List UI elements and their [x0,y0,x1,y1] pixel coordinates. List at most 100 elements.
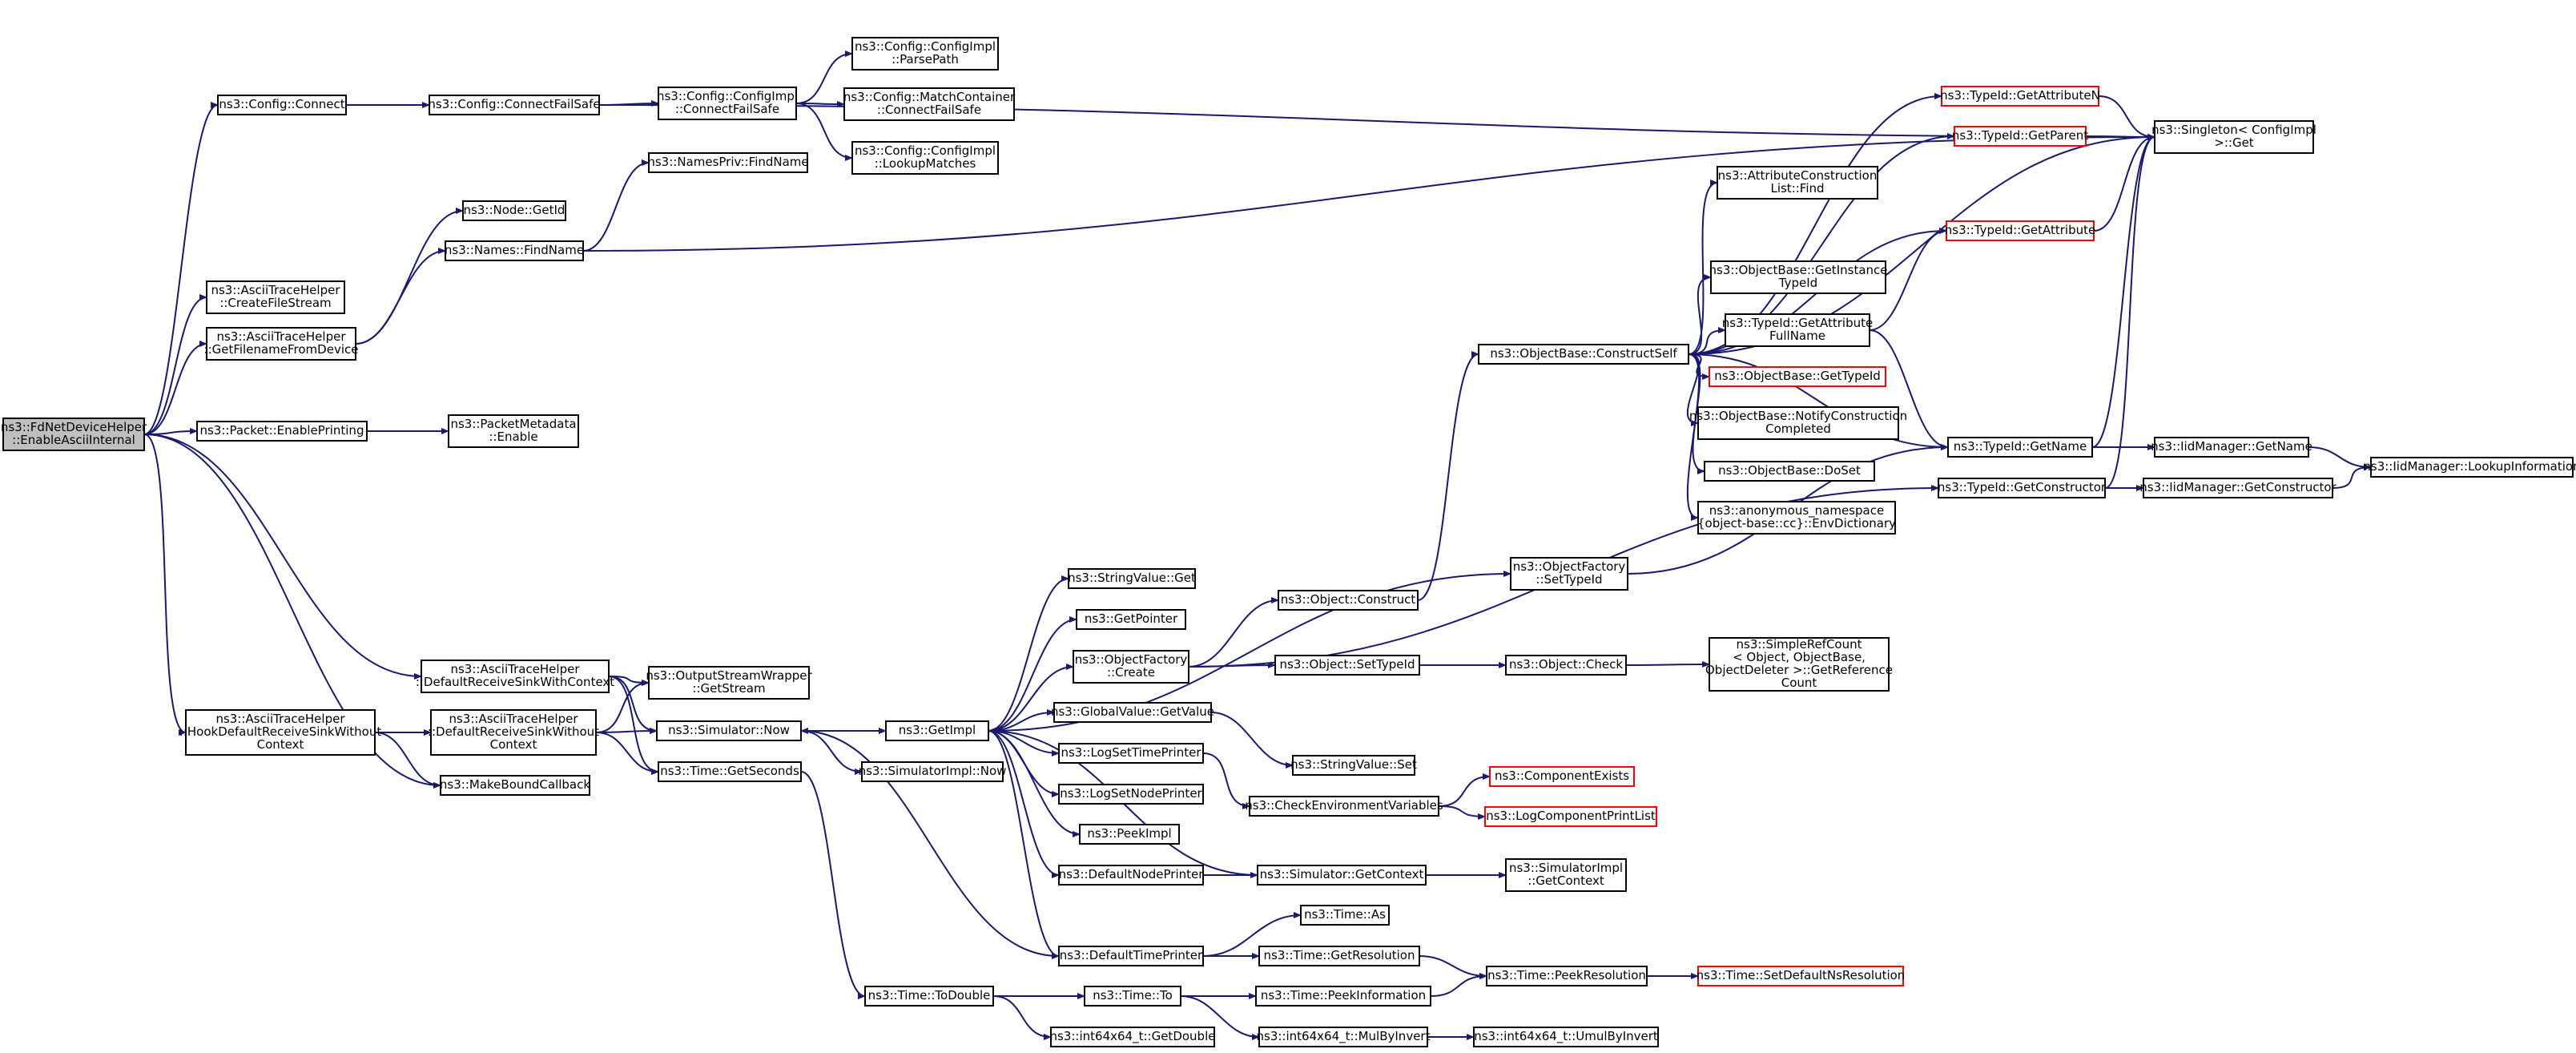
node-string-value-get[interactable]: ns3::StringValue::Get [1068,568,1196,589]
node-umul-by-invert[interactable]: ns3::int64x64_t::UmulByInvert [1473,1027,1659,1047]
node-label-line: ns3::Time::GetResolution [1264,948,1415,962]
node-create-file-stream[interactable]: ns3::AsciiTraceHelper::CreateFileStream [206,280,345,314]
node-sim-now[interactable]: ns3::Simulator::Now [656,720,802,741]
node-label-line: ns3::LogSetNodePrinter [1060,786,1202,801]
node-obj-check[interactable]: ns3::Object::Check [1505,655,1627,676]
node-label-line: ns3::MakeBoundCallback [440,777,590,792]
node-iid-get-name[interactable]: ns3::IidManager::GetName [2151,437,2312,458]
node-log-set-time[interactable]: ns3::LogSetTimePrinter [1058,743,1204,764]
node-label-line: ns3::TypeId::GetAttribute [1722,316,1873,330]
node-ob-notify[interactable]: ns3::ObjectBase::NotifyConstructionCompl… [1689,406,1907,440]
node-sim-impl-get-ctx[interactable]: ns3::SimulatorImpl::GetContext [1505,858,1627,892]
node-time-to[interactable]: ns3::Time::To [1084,986,1181,1007]
node-of-create[interactable]: ns3::ObjectFactory::Create [1073,650,1189,684]
edge-get-impl-to-string-value-get [988,575,1069,732]
edge-hook-sink-to-make-bound [374,732,441,789]
node-of-set-type-id[interactable]: ns3::ObjectFactory::SetTypeId [1510,557,1628,591]
node-component-exists[interactable]: ns3::ComponentExists [1489,766,1635,787]
node-env-dict[interactable]: ns3::anonymous_namespace{object-base::cc… [1697,501,1896,535]
node-get-stream[interactable]: ns3::OutputStreamWrapper::GetStream [646,666,812,700]
node-to-double[interactable]: ns3::Time::ToDouble [864,986,994,1007]
node-obj-construct[interactable]: ns3::Object::Construct [1278,590,1419,611]
node-iid-get-ctor[interactable]: ns3::IidManager::GetConstructor [2139,478,2337,498]
node-match-cfs[interactable]: ns3::Config::MatchContainer::ConnectFail… [843,87,1016,121]
node-box [1084,986,1181,1007]
node-label-line: ns3::SimulatorImpl [1509,861,1623,875]
node-get-filename[interactable]: ns3::AsciiTraceHelper::GetFilenameFromDe… [204,327,359,361]
node-tid-get-attr-n[interactable]: ns3::TypeId::GetAttributeN [1940,86,2100,107]
edge-log-set-time-to-check-env [1202,752,1250,809]
node-tid-get-name[interactable]: ns3::TypeId::GetName [1947,437,2093,458]
node-set-def-ns-res[interactable]: ns3::Time::SetDefaultNsResolution [1697,966,1906,986]
node-tid-get-attr[interactable]: ns3::TypeId::GetAttribute [1945,220,2095,241]
node-get-impl[interactable]: ns3::GetImpl [885,720,989,741]
node-node-get-id[interactable]: ns3::Node::GetId [462,200,566,221]
node-enable-printing[interactable]: ns3::Packet::EnablePrinting [196,421,368,442]
edge-names-find-to-names-priv-find [582,159,650,252]
node-get-seconds[interactable]: ns3::Time::GetSeconds [658,761,802,782]
node-peek-impl[interactable]: ns3::PeekImpl [1079,824,1180,845]
node-label-line: ns3::Time::ToDouble [868,988,991,1003]
node-box [1505,858,1627,892]
node-label-line: ObjectDeleter >::GetReference [1705,663,1893,677]
node-pm-enable[interactable]: ns3::PacketMetadata::Enable [448,414,579,448]
node-time-peek-res[interactable]: ns3::Time::PeekResolution [1486,966,1648,986]
node-get-pointer[interactable]: ns3::GetPointer [1076,609,1186,630]
node-simple-ref-count[interactable]: ns3::SimpleRefCount< Object, ObjectBase,… [1705,637,1893,692]
node-label-line: FullName [1769,329,1825,343]
node-tid-get-parent[interactable]: ns3::TypeId::GetParent [1952,126,2088,147]
node-log-comp-print[interactable]: ns3::LogComponentPrintList [1484,806,1657,827]
node-time-as[interactable]: ns3::Time::As [1300,905,1390,926]
node-label-line: ::GetFilenameFromDevice [204,342,359,357]
node-box [1478,344,1689,365]
node-sink-with-ctx[interactable]: ns3::AsciiTraceHelper::DefaultReceiveSin… [416,660,614,693]
node-log-set-node[interactable]: ns3::LogSetNodePrinter [1058,784,1204,805]
node-label-line: ns3::StringValue::Set [1290,757,1417,772]
node-construct-self[interactable]: ns3::ObjectBase::ConstructSelf [1478,344,1689,365]
node-gv-get-value[interactable]: ns3::GlobalValue::GetValue [1051,702,1214,723]
node-string-value-set[interactable]: ns3::StringValue::Set [1290,755,1417,776]
node-label-line: ns3::Config::ConfigImpl [855,39,996,54]
node-root[interactable]: ns3::FdNetDeviceHelper::EnableAsciiInter… [1,418,147,451]
node-label-line: ns3::NamesPriv::FindName [647,155,808,169]
node-sim-get-context[interactable]: ns3::Simulator::GetContext [1257,865,1427,886]
node-i64-get-double[interactable]: ns3::int64x64_t::GetDouble [1050,1027,1216,1047]
node-check-env[interactable]: ns3::CheckEnvironmentVariables [1245,796,1443,817]
node-label-line: ns3::Time::GetSeconds [660,764,799,778]
node-sink-without[interactable]: ns3::AsciiTraceHelper::DefaultReceiveSin… [428,709,599,756]
node-time-peek-info[interactable]: ns3::Time::PeekInformation [1255,986,1431,1007]
node-tid-get-ctor[interactable]: ns3::TypeId::GetConstructor [1938,478,2107,498]
node-hook-sink[interactable]: ns3::AsciiTraceHelper::HookDefaultReceiv… [179,709,382,756]
node-names-find[interactable]: ns3::Names::FindName [445,240,584,261]
node-cfg-impl-cfs[interactable]: ns3::Config::ConfigImpl::ConnectFailSafe [657,87,798,120]
node-label-line: ::HookDefaultReceiveSinkWithout [179,724,382,739]
node-ob-get-type-id[interactable]: ns3::ObjectBase::GetTypeId [1709,366,1886,387]
node-label-line: ns3::TypeId::GetAttribute [1945,223,2095,237]
node-box [861,761,1004,782]
node-obj-set-type-id[interactable]: ns3::Object::SetTypeId [1274,655,1420,676]
node-label-line: ::SetTypeId [1536,572,1602,587]
node-ob-do-set[interactable]: ns3::ObjectBase::DoSet [1704,461,1875,482]
node-time-get-res[interactable]: ns3::Time::GetResolution [1258,946,1420,966]
node-label-line: ::LookupMatches [875,156,976,171]
node-parse-path[interactable]: ns3::Config::ConfigImpl::ParsePath [851,37,999,71]
node-cfg-connect-fs[interactable]: ns3::Config::ConnectFailSafe [428,95,601,115]
node-iid-lookup[interactable]: ns3::IidManager::LookupInformation [2363,457,2576,478]
node-label-line: ns3::ObjectBase::NotifyConstruction [1689,409,1907,423]
node-cfg-connect[interactable]: ns3::Config::Connect [217,95,347,115]
node-label-line: ns3::TypeId::GetAttributeN [1940,88,2100,103]
node-box [1473,1027,1659,1047]
node-def-time-printer[interactable]: ns3::DefaultTimePrinter [1058,946,1204,966]
node-label-line: ns3::PeekImpl [1087,826,1171,841]
node-sim-impl-now[interactable]: ns3::SimulatorImpl::Now [859,761,1007,782]
node-singleton-get[interactable]: ns3::Singleton< ConfigImpl>::Get [2151,120,2316,154]
node-box [1274,655,1420,676]
node-names-priv-find[interactable]: ns3::NamesPriv::FindName [647,152,809,173]
node-mul-by-invert[interactable]: ns3::int64x64_t::MulByInvert [1257,1027,1431,1047]
node-lookup-matches[interactable]: ns3::Config::ConfigImpl::LookupMatches [851,141,999,175]
node-def-node-printer[interactable]: ns3::DefaultNodePrinter [1058,865,1205,886]
node-make-bound[interactable]: ns3::MakeBoundCallback [440,775,590,796]
